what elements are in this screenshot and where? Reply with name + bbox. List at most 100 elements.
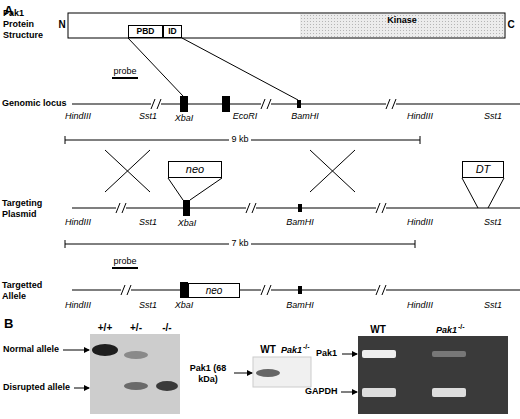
restriction-site: Sst1 <box>484 217 502 228</box>
protein-bar <box>68 13 505 38</box>
band-label: Normal allele <box>3 344 59 355</box>
break-patch <box>261 99 271 109</box>
break-mark <box>261 285 271 295</box>
genotype-label: +/+ <box>98 322 112 334</box>
cassette-box: neo <box>168 161 222 178</box>
break-patch <box>261 285 271 295</box>
restriction-site: EcoRI <box>233 111 258 122</box>
blot-band <box>124 382 148 390</box>
break-patch <box>121 285 131 295</box>
restriction-site: XbaI <box>175 113 194 124</box>
insertion-lines <box>462 178 504 208</box>
exon <box>297 100 301 108</box>
arrow <box>341 392 357 393</box>
gel-band <box>432 351 466 357</box>
band-label: Pak1 <box>316 348 337 359</box>
dna-line <box>72 103 520 104</box>
break-patch <box>116 203 126 213</box>
restriction-site: HindIII <box>65 217 91 228</box>
node-text: ID <box>168 27 177 37</box>
blot-band <box>124 351 148 359</box>
break-mark <box>376 285 386 295</box>
break-mark <box>246 203 256 213</box>
exon <box>298 286 302 294</box>
restriction-site: HindIII <box>65 300 91 311</box>
lane-label: WT <box>260 344 276 356</box>
node-text: neo <box>186 163 204 176</box>
probe-label: probe <box>113 66 136 77</box>
node-text: neo <box>206 285 223 297</box>
restriction-site: HindIII <box>407 111 433 122</box>
crossover-line <box>105 150 150 192</box>
restriction-site: Sst1 <box>139 217 157 228</box>
restriction-site: Sst1 <box>484 300 502 311</box>
dna-line <box>72 289 520 290</box>
exon <box>180 96 188 112</box>
blot-band <box>156 381 178 391</box>
node-text: PBD <box>137 27 155 37</box>
break-mark <box>261 99 271 109</box>
crossover-line <box>310 150 355 192</box>
cassette-box: neo <box>188 283 240 298</box>
section-label: Pak1 Protein Structure <box>3 8 49 40</box>
section-label: Targeting Plasmid <box>2 198 62 220</box>
restriction-site: HindIII <box>407 217 433 228</box>
blot-band <box>92 344 118 356</box>
restriction-site: BamHI <box>286 217 314 228</box>
superscript: -/- <box>458 323 465 331</box>
blot-image <box>253 357 311 387</box>
node-text: DT <box>476 163 491 176</box>
gel-image <box>358 336 508 414</box>
probe-bar <box>112 77 138 79</box>
terminus-label: C <box>507 19 514 31</box>
terminus-label: N <box>58 19 65 31</box>
targeting-plasmid <box>65 178 520 248</box>
leader-line <box>182 38 298 100</box>
band-label: GAPDH <box>305 386 338 397</box>
cassette-box: DT <box>462 161 504 178</box>
insertion-lines <box>168 178 222 200</box>
section-label: Targetted Allele <box>2 280 62 302</box>
break-patch <box>246 203 256 213</box>
blot-image <box>90 334 180 414</box>
lane-label: Pak1 <box>281 345 302 356</box>
restriction-site: XbaI <box>175 300 194 311</box>
break-patch <box>376 285 386 295</box>
break-patch <box>376 203 386 213</box>
dna-line <box>72 207 520 208</box>
scale-label: 7 kb <box>229 238 250 249</box>
restriction-site: Sst1 <box>139 111 157 122</box>
break-patch <box>151 99 161 109</box>
exon <box>222 96 230 112</box>
arrow <box>74 388 89 389</box>
restriction-site: Sst1 <box>484 111 502 122</box>
genotype-label: -/- <box>162 322 171 334</box>
break-mark <box>121 285 131 295</box>
restriction-site: BamHI <box>291 111 319 122</box>
lane-label: WT <box>370 324 386 336</box>
restriction-site: BamHI <box>286 300 314 311</box>
exon <box>180 282 188 298</box>
break-mark <box>116 203 126 213</box>
restriction-site: HindIII <box>407 300 433 311</box>
domain-box: ID <box>163 25 182 38</box>
break-mark <box>386 99 396 109</box>
node-text: Kinase <box>387 15 417 25</box>
targeted-allele <box>72 268 520 298</box>
blot-band <box>256 369 280 377</box>
arrow <box>63 350 89 351</box>
arrow <box>342 354 357 355</box>
arrow <box>234 373 252 374</box>
band-label: Disrupted allele <box>3 382 70 393</box>
restriction-site: Sst1 <box>139 300 157 311</box>
scale-label: 9 kb <box>229 134 250 145</box>
gel-band <box>432 388 466 397</box>
gel-band <box>362 350 396 358</box>
section-label: Genomic locus <box>2 98 67 109</box>
superscript: -/- <box>303 343 310 351</box>
panel-letter: B <box>4 316 13 332</box>
break-mark <box>151 99 161 109</box>
exon <box>183 200 190 216</box>
domain-box: PBD <box>128 25 163 38</box>
